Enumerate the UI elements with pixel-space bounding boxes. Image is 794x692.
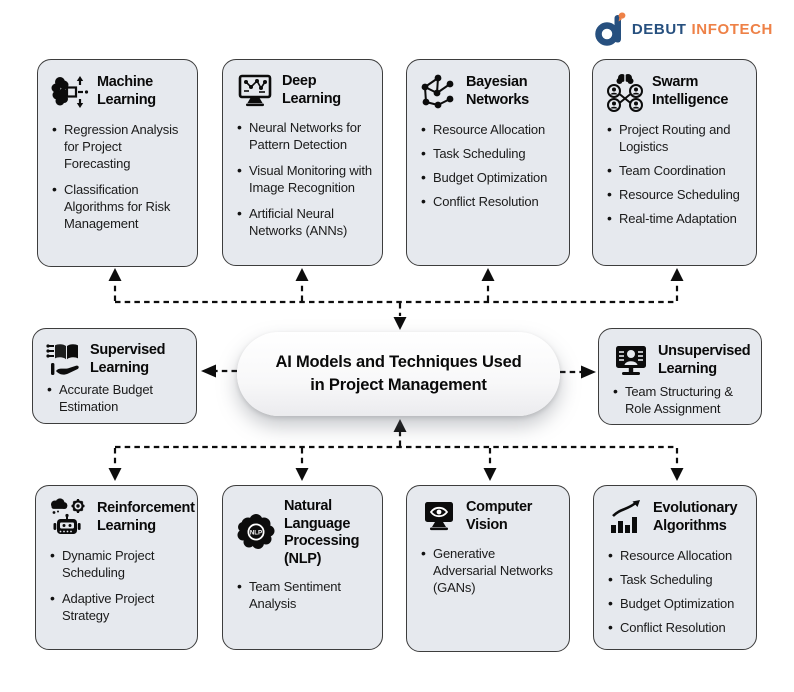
bullet-item: Adaptive Project Strategy <box>49 589 188 624</box>
card-title: Supervised Learning <box>90 342 166 376</box>
card-title: Unsupervised Learning <box>658 343 751 377</box>
growth-chart-icon <box>606 498 646 538</box>
bullet-item: Classification Algorithms for Risk Manag… <box>51 180 188 232</box>
bullet-item: Team Coordination <box>606 161 747 179</box>
bullet-item: Generative Adversarial Networks (GANs) <box>420 544 560 596</box>
svg-text:NLP: NLP <box>250 530 262 537</box>
card-evolutionary-algorithms: Evolutionary Algorithms Resource Allocat… <box>593 485 757 650</box>
card-deep-learning: Deep Learning Neural Networks for Patter… <box>222 59 383 266</box>
bullet-item: Conflict Resolution <box>607 618 747 636</box>
bullet-item: Resource Allocation <box>607 546 747 564</box>
card-title: Computer Vision <box>466 499 533 533</box>
card-bayesian-networks: Bayesian Networks Resource Allocation Ta… <box>406 59 570 266</box>
bullet-item: Resource Scheduling <box>606 185 747 203</box>
monitor-person-icon <box>611 341 651 381</box>
graph-nodes-icon <box>419 72 459 112</box>
card-swarm-intelligence: Swarm Intelligence Project Routing and L… <box>592 59 757 266</box>
card-machine-learning: Machine Learning Regression Analysis for… <box>37 59 198 267</box>
center-topic-title: AI Models and Techniques Used in Project… <box>275 352 522 394</box>
brand-name-primary: DEBUT <box>631 20 687 38</box>
bullet-item: Task Scheduling <box>607 570 747 588</box>
bullet-item: Team Sentiment Analysis <box>236 577 373 612</box>
bullet-item: Budget Optimization <box>607 594 747 612</box>
bullet-item: Real-time Adaptation <box>606 209 747 227</box>
card-title: Bayesian Networks <box>466 74 529 108</box>
robot-cloud-gear-icon <box>48 498 90 538</box>
bullet-item: Budget Optimization <box>420 168 560 186</box>
bullet-item: Artificial Neural Networks (ANNs) <box>236 204 373 239</box>
card-title: Machine Learning <box>97 74 156 108</box>
card-supervised-learning: Supervised Learning Accurate Budget Esti… <box>32 328 197 424</box>
center-topic-pill: AI Models and Techniques Used in Project… <box>237 332 560 416</box>
bullet-item: Neural Networks for Pattern Detection <box>236 118 373 153</box>
bullet-item: Visual Monitoring with Image Recognition <box>236 161 373 196</box>
monitor-eye-icon <box>419 498 459 536</box>
swarm-team-brain-icon <box>605 72 645 112</box>
card-computer-vision: Computer Vision Generative Adversarial N… <box>406 485 570 652</box>
card-unsupervised-learning: Unsupervised Learning Team Structuring &… <box>598 328 762 425</box>
bullet-item: Accurate Budget Estimation <box>46 380 187 415</box>
brain-circuit-icon <box>50 72 90 112</box>
bullet-item: Conflict Resolution <box>420 192 560 210</box>
card-reinforcement-learning: Reinforcement Learning Dynamic Project S… <box>35 485 198 650</box>
card-title: Swarm Intelligence <box>652 74 729 108</box>
bullet-item: Resource Allocation <box>420 120 560 138</box>
debut-d-mark-icon <box>595 12 626 46</box>
card-nlp: NLP Natural Language Processing (NLP) Te… <box>222 485 383 650</box>
book-hand-icon <box>45 341 83 379</box>
bullet-item: Task Scheduling <box>420 144 560 162</box>
bullet-item: Dynamic Project Scheduling <box>49 546 188 581</box>
card-title: Deep Learning <box>282 73 341 107</box>
monitor-network-icon <box>235 72 275 110</box>
brand-name-secondary: INFOTECH <box>691 20 773 38</box>
bullet-item: Regression Analysis for Project Forecast… <box>51 120 188 172</box>
card-title: Reinforcement Learning <box>97 500 195 534</box>
bullet-item: Project Routing and Logistics <box>606 120 747 155</box>
card-title: Evolutionary Algorithms <box>653 500 738 534</box>
bullet-item: Team Structuring & Role Assignment <box>612 382 752 417</box>
brain-nlp-icon: NLP <box>235 513 277 553</box>
card-title: Natural Language Processing (NLP) <box>284 498 360 568</box>
